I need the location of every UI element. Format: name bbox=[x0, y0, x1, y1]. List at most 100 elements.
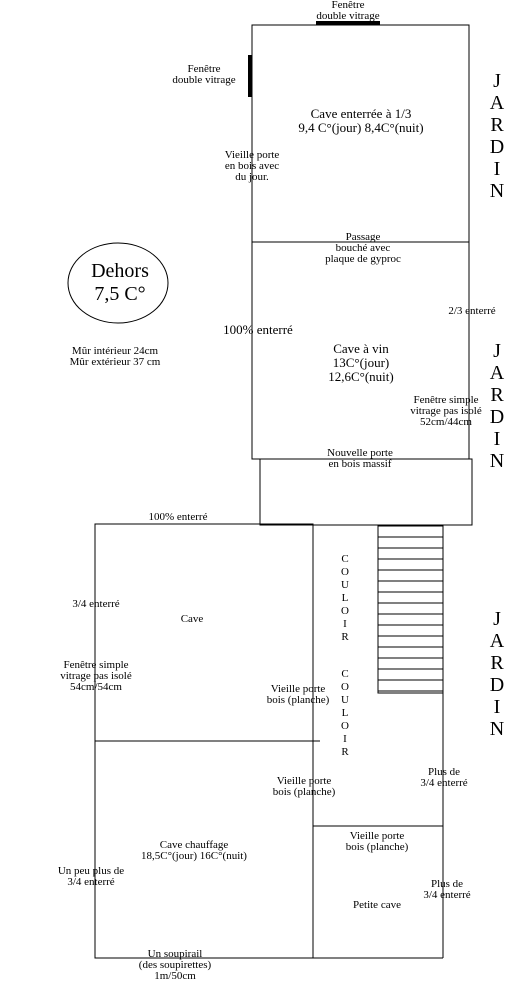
couloir1-c: C bbox=[341, 553, 349, 565]
label-old-door-plank-2: Vieille porte bois (planche) bbox=[260, 776, 348, 798]
label-top-window: Fenêtre double vitrage bbox=[300, 0, 396, 22]
jardin1-r: R bbox=[490, 114, 504, 136]
label-enterre-100-lower: 100% enterré bbox=[130, 512, 226, 523]
label-soupirail: Un soupirail (des soupirettes) 1m/50cm bbox=[120, 949, 230, 982]
old-door-light-l3: du jour. bbox=[235, 171, 269, 183]
old-door-light-l1: Vieille porte bbox=[224, 149, 280, 161]
label-jardin-3: J A R D I N bbox=[486, 608, 508, 740]
passage-l3: plaque de gyproc bbox=[325, 253, 401, 265]
label-peu-plus-3-4: Un peu plus de 3/4 enterré bbox=[46, 866, 136, 888]
couloir2-u: U bbox=[341, 694, 349, 706]
label-enterre-3-4: 3/4 enterré bbox=[58, 599, 134, 610]
window-right-l1: Fenêtre simple bbox=[413, 394, 479, 406]
window-left-l3: 54cm/54cm bbox=[70, 681, 122, 693]
label-room-cave-enterree: Cave enterrée à 1/3 9,4 C°(jour) 8,4C°(n… bbox=[258, 107, 464, 135]
enterre-3-4-text: 3/4 enterré bbox=[72, 598, 120, 610]
jardin3-d: D bbox=[489, 674, 505, 696]
jardin3-i: I bbox=[493, 696, 501, 718]
room1-temp: 9,4 C°(jour) 8,4C°(nuit) bbox=[298, 120, 424, 135]
label-new-door: Nouvelle porte en bois massif bbox=[296, 448, 424, 470]
new-door-l1: Nouvelle porte bbox=[327, 447, 393, 459]
enterre-2-3-text: 2/3 enterré bbox=[448, 305, 496, 317]
jardin2-r: R bbox=[490, 384, 504, 406]
plank1-l1: Vieille porte bbox=[270, 683, 326, 695]
window-right-l2: vitrage pas isolé bbox=[410, 405, 482, 417]
cave-text: Cave bbox=[180, 613, 204, 625]
passage-l1: Passage bbox=[345, 231, 381, 243]
label-couloir-2: C O U L O I R bbox=[337, 668, 353, 759]
dehors-ellipse bbox=[67, 242, 169, 324]
label-left-window: Fenêtre double vitrage bbox=[160, 64, 248, 86]
cave-chauffage-title: Cave chauffage bbox=[159, 839, 229, 851]
window-right-l3: 52cm/44cm bbox=[420, 416, 472, 428]
room-cave bbox=[94, 523, 314, 742]
plus-3-4-a-l2: 3/4 enterré bbox=[420, 777, 468, 789]
window-left-l1: Fenêtre simple bbox=[63, 659, 129, 671]
label-plus-3-4-a: Plus de 3/4 enterré bbox=[410, 767, 478, 789]
walls-inner: Mûr intérieur 24cm bbox=[71, 345, 159, 357]
label-cave: Cave bbox=[160, 614, 224, 625]
room-cave-chauffage bbox=[94, 740, 314, 959]
room1-title: Cave enterrée à 1/3 bbox=[310, 106, 412, 121]
plus-3-4-b-l2: 3/4 enterré bbox=[423, 889, 471, 901]
cave-vin-day: 13C°(jour) bbox=[332, 355, 390, 370]
label-cave-chauffage: Cave chauffage 18,5C°(jour) 16C°(nuit) bbox=[130, 840, 258, 862]
label-top-window-l1: Fenêtre bbox=[331, 0, 365, 11]
label-left-window-l2: double vitrage bbox=[172, 74, 236, 86]
couloir2-c: C bbox=[341, 668, 349, 680]
jardin1-i: I bbox=[493, 158, 501, 180]
walls-outer: Mûr extérieur 37 cm bbox=[69, 356, 161, 368]
cave-chauffage-temp: 18,5C°(jour) 16C°(nuit) bbox=[141, 850, 247, 862]
jardin1-n: N bbox=[489, 180, 505, 202]
jardin1-j: J bbox=[493, 70, 501, 92]
couloir2-r: R bbox=[341, 746, 349, 758]
passage-l2: bouché avec bbox=[335, 242, 391, 254]
label-enterre-100-upper: 100% enterré bbox=[216, 323, 300, 337]
couloir1-i: I bbox=[343, 618, 347, 630]
dehors-title: Dehors bbox=[91, 260, 149, 282]
jardin3-r: R bbox=[490, 652, 504, 674]
cave-vin-title: Cave à vin bbox=[333, 341, 389, 356]
dehors-temp: 7,5 C° bbox=[94, 283, 146, 305]
label-passage: Passage bouché avec plaque de gyproc bbox=[308, 232, 418, 265]
label-walls: Mûr intérieur 24cm Mûr extérieur 37 cm bbox=[55, 346, 175, 368]
soupirail-l2: (des soupirettes) bbox=[138, 959, 212, 971]
jardin3-a: A bbox=[489, 630, 505, 652]
room-entry-block bbox=[259, 458, 473, 526]
couloir2-l: L bbox=[341, 707, 349, 719]
jardin2-n: N bbox=[489, 450, 505, 472]
jardin1-a: A bbox=[489, 92, 505, 114]
label-window-simple-left: Fenêtre simple vitrage pas isolé 54cm/54… bbox=[52, 660, 140, 693]
couloir1-l: L bbox=[341, 592, 349, 604]
label-enterre-2-3: 2/3 enterré bbox=[436, 306, 508, 317]
jardin2-i: I bbox=[493, 428, 501, 450]
plus-3-4-a-l1: Plus de bbox=[427, 766, 461, 778]
label-left-window-l1: Fenêtre bbox=[187, 63, 221, 75]
label-old-door-light: Vieille porte en bois avec du jour. bbox=[212, 150, 292, 183]
jardin1-d: D bbox=[489, 136, 505, 158]
plank2-l1: Vieille porte bbox=[276, 775, 332, 787]
label-cave-a-vin: Cave à vin 13C°(jour) 12,6C°(nuit) bbox=[306, 342, 416, 384]
couloir2-i: I bbox=[343, 733, 347, 745]
label-plus-3-4-b: Plus de 3/4 enterré bbox=[412, 879, 482, 901]
staircase bbox=[377, 525, 444, 694]
couloir2-o: O bbox=[341, 681, 349, 693]
couloir2-o2: O bbox=[341, 720, 349, 732]
jardin2-j: J bbox=[493, 340, 501, 362]
old-door-light-l2: en bois avec bbox=[224, 160, 280, 172]
label-jardin-1: J A R D I N bbox=[486, 70, 508, 202]
soupirail-l3: 1m/50cm bbox=[154, 970, 196, 982]
plank2-l2: bois (planche) bbox=[272, 786, 336, 798]
plank3-l2: bois (planche) bbox=[345, 841, 409, 853]
peu-plus-l1: Un peu plus de bbox=[57, 865, 125, 877]
label-window-simple-right: Fenêtre simple vitrage pas isolé 52cm/44… bbox=[400, 395, 492, 428]
jardin2-d: D bbox=[489, 406, 505, 428]
label-jardin-2: J A R D I N bbox=[486, 340, 508, 472]
label-top-window-l2: double vitrage bbox=[316, 10, 380, 22]
couloir1-r: R bbox=[341, 631, 349, 643]
staircase-steps bbox=[378, 536, 443, 692]
couloir1-u: U bbox=[341, 579, 349, 591]
label-old-door-plank-1: Vieille porte bois (planche) bbox=[254, 684, 342, 706]
couloir1-o: O bbox=[341, 566, 349, 578]
